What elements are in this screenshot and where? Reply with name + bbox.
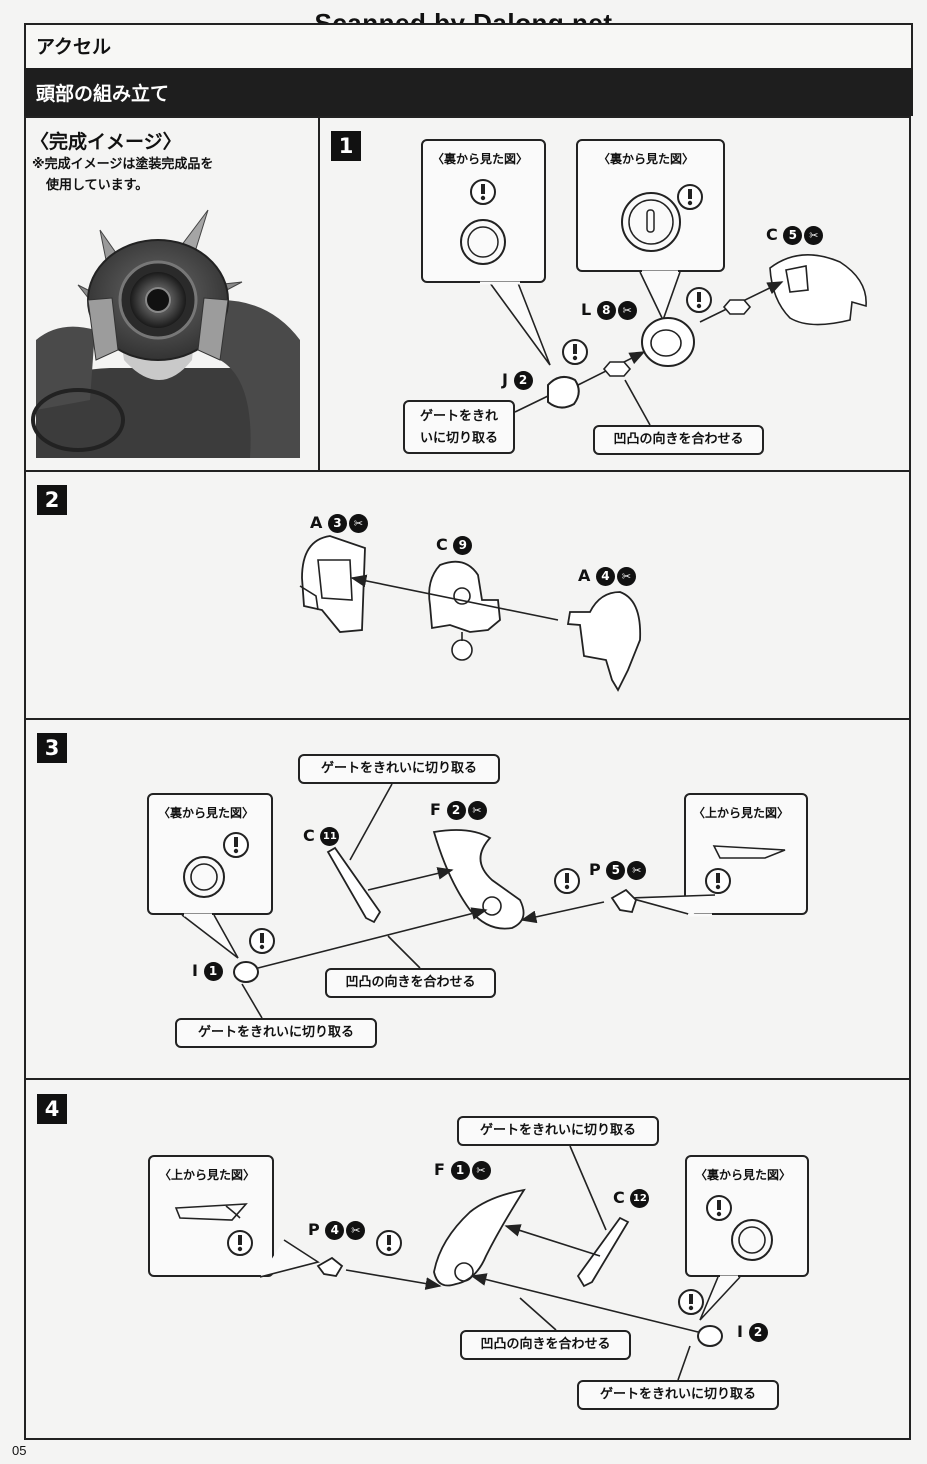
part-number-badge: 11 [320,827,340,846]
part-number-badge: 3 [327,514,347,533]
step1-part-l8: L 8✂ [581,300,637,320]
preview-title: 〈完成イメージ〉 [30,131,182,153]
step1-gate-note: ゲートをきれ いに切り取る [403,400,515,454]
part-letter: A [578,566,591,585]
page-title: アクセル [36,36,112,58]
step3-back-view-label: 〈裏から見た図〉 [158,806,255,820]
step4-part-i2: I 2 [737,1322,768,1342]
step1-back-view-label-a: 〈裏から見た図〉 [432,152,529,166]
preview-note-line1: ※完成イメージは塗装完成品を [32,157,214,172]
part-letter: C [766,225,778,244]
part-number-badge: 9 [453,536,473,555]
part-letter: A [310,513,323,532]
part-number-badge: 1 [450,1161,470,1180]
step3-align-note: 凹凸の向きを合わせる [325,968,496,998]
part-letter: C [303,826,315,845]
gate-cut-icon: ✂ [804,226,824,245]
step4-gate-note-top: ゲートをきれいに切り取る [457,1116,659,1146]
part-letter: J [502,370,508,389]
part-letter: F [434,1160,445,1179]
gate-cut-icon: ✂ [346,1221,366,1240]
step4-part-c12: C 12 [613,1188,650,1208]
step3-part-f2: F 2✂ [430,800,487,820]
step3-top-view-label: 〈上から見た図〉 [693,806,790,820]
step3-part-i1: I 1 [192,961,223,981]
gate-cut-icon: ✂ [467,801,487,820]
step3-gate-note-bottom: ゲートをきれいに切り取る [175,1018,377,1048]
part-number-badge: 4 [325,1221,345,1240]
step4-back-view-label: 〈裏から見た図〉 [695,1168,792,1182]
part-number-badge: 5 [606,861,626,880]
gate-cut-icon: ✂ [627,861,647,880]
step1-part-j2: J 2 [502,370,533,390]
section-title: 頭部の組み立て [36,83,170,105]
step2-part-a4: A 4✂ [578,566,636,586]
step4-top-view-label: 〈上から見た図〉 [159,1168,256,1182]
page-number: 05 [12,1443,27,1458]
part-number-badge: 8 [596,301,616,320]
part-letter: L [581,300,592,319]
part-number-badge: 2 [513,371,533,390]
step-1-number: 1 [331,131,361,161]
part-letter: I [737,1322,743,1341]
step4-part-f1: F 1✂ [434,1160,491,1180]
step2-part-c9: C 9 [436,535,473,555]
preview-note-line2: 使用しています。 [46,178,149,193]
part-letter: P [308,1220,320,1239]
gate-cut-icon: ✂ [616,567,636,586]
step4-align-note: 凹凸の向きを合わせる [460,1330,631,1360]
step2-part-a3: A 3✂ [310,513,368,533]
step1-gate-note-line2: いに切り取る [419,431,498,446]
part-number-badge: 4 [595,567,615,586]
step4-gate-note-bottom: ゲートをきれいに切り取る [577,1380,779,1410]
step3-part-p5: P 5✂ [589,860,647,880]
step1-part-c5: C 5✂ [766,225,824,245]
step-4-number: 4 [37,1094,67,1124]
step3-gate-note-top: ゲートをきれいに切り取る [298,754,500,784]
title-bar [24,23,913,69]
step1-order-1: 1 [732,298,742,312]
part-letter: C [436,535,448,554]
step1-align-note: 凹凸の向きを合わせる [593,425,764,455]
step-3-number: 3 [37,733,67,763]
step-2-number: 2 [37,485,67,515]
gate-cut-icon: ✂ [617,301,637,320]
part-letter: C [613,1188,625,1207]
part-letter: I [192,961,198,980]
part-letter: P [589,860,601,879]
step-4-panel [24,1078,911,1440]
part-number-badge: 12 [630,1189,650,1208]
part-number-badge: 2 [446,801,466,820]
step3-part-c11: C 11 [303,826,340,846]
part-number-badge: 2 [748,1323,768,1342]
gate-cut-icon: ✂ [348,514,368,533]
step4-part-p4: P 4✂ [308,1220,366,1240]
part-letter: F [430,800,441,819]
part-number-badge: 5 [783,226,803,245]
section-header [24,68,913,116]
step1-gate-note-line1: ゲートをきれ [419,409,498,424]
gate-cut-icon: ✂ [471,1161,491,1180]
part-number-badge: 1 [203,962,223,981]
step1-order-2: 2 [612,360,622,374]
step1-back-view-label-b: 〈裏から見た図〉 [598,152,695,166]
step-2-panel [24,470,911,720]
